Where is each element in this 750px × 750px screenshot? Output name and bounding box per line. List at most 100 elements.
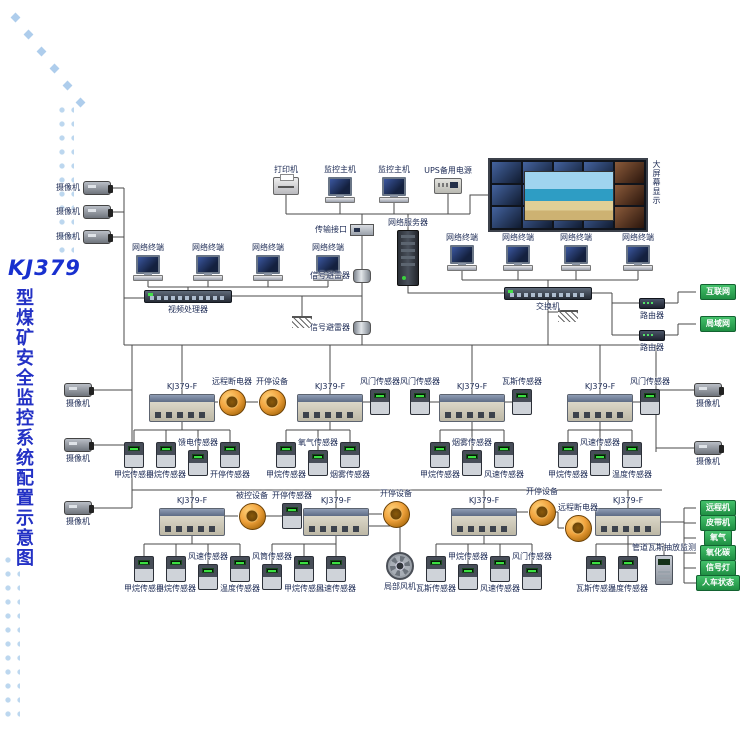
co-label: 氧化碳 [700, 545, 736, 561]
network-terminal-r2 [503, 245, 533, 271]
methane-sensor [430, 442, 450, 468]
substation-6 [303, 508, 369, 536]
smoke-sensor [462, 450, 482, 476]
network-server-label: 网络服务器 [388, 218, 428, 227]
substation-6-label: KJ379-F [320, 496, 352, 505]
wind-speed-sensor-label: 风速传感器 [316, 584, 356, 593]
camera-top-2-label: 摄像机 [56, 207, 80, 216]
pipeline-gas-drainage-monitor-label: 管道瓦斯抽放监测 [632, 543, 696, 552]
oxygen-sensor-label: 氧气传感器 [298, 438, 338, 447]
network-terminal-l1-label: 网络终端 [132, 243, 164, 252]
pipeline-gas-drainage-monitor [655, 555, 673, 585]
remote-breaker-1-label: 远程断电器 [212, 376, 252, 386]
methane-sensor-label: 甲烷传感器 [156, 584, 196, 593]
remote-machine-label: 远程机 [700, 500, 736, 516]
camera-right-1-label: 摄像机 [696, 399, 720, 408]
camera-right-2 [694, 441, 724, 455]
oxygen-sensor [308, 450, 328, 476]
camera-mid-2-label: 摄像机 [66, 454, 90, 463]
methane-sensor [134, 556, 154, 582]
oxygen-label: 氧气 [704, 530, 732, 546]
router-1 [639, 297, 665, 309]
signal-arrester-1-label: 信号避雷器 [310, 271, 350, 280]
methane-sensor-label: 甲烷传感器 [548, 470, 588, 479]
transmission-interface [350, 224, 374, 236]
camera-mid-1 [64, 383, 94, 397]
ups-backup-power [434, 178, 462, 194]
monitor-host-2-label: 监控主机 [378, 165, 410, 174]
camera-mid-1-label: 摄像机 [66, 399, 90, 408]
signal-arrester-1 [353, 269, 371, 283]
network-terminal-l3-label: 网络终端 [252, 243, 284, 252]
network-terminal-l4-label: 网络终端 [312, 243, 344, 252]
smoke-sensor [340, 442, 360, 468]
camera-top-1-label: 摄像机 [56, 183, 80, 192]
wind-speed-sensor [490, 556, 510, 582]
substation-7 [451, 508, 517, 536]
substation-1-label: KJ379-F [166, 382, 198, 391]
system-title-vertical: 型煤矿安全监控系统配置示意图 [13, 288, 34, 568]
temperature-sensor [230, 556, 250, 582]
methane-sensor-label: 甲烷传感器 [266, 470, 306, 479]
camera-mid-2 [64, 438, 94, 452]
transmission-interface-label: 传输接口 [315, 225, 347, 234]
feed-power-sensor [188, 450, 208, 476]
start-stop-device-2-label: 开停设备 [380, 488, 412, 498]
substation-8-label: KJ379-F [612, 496, 644, 505]
gas-sensor [512, 389, 532, 415]
network-terminal-r3-label: 网络终端 [560, 233, 592, 242]
substation-2-label: KJ379-F [314, 382, 346, 391]
ups-backup-power-label: UPS备用电源 [424, 166, 472, 175]
substation-3-label: KJ379-F [456, 382, 488, 391]
signal-arrester-2-label: 信号避雷器 [310, 323, 350, 332]
controlled-device-label: 被控设备 [236, 490, 268, 500]
start-stop-sensor [282, 503, 302, 529]
air-door-sensor-label: 风门传感器 [400, 377, 440, 386]
ethernet-switch [504, 286, 592, 300]
network-terminal-r4-label: 网络终端 [622, 233, 654, 242]
start-stop-sensor-label: 开停传感器 [272, 491, 312, 500]
substation-5-label: KJ379-F [176, 496, 208, 505]
substation-7-label: KJ379-F [468, 496, 500, 505]
methane-sensor [124, 442, 144, 468]
methane-sensor [276, 442, 296, 468]
start-stop-device-3-label: 开停设备 [526, 486, 558, 496]
methane-sensor [458, 564, 478, 590]
substation-2 [297, 394, 363, 422]
camera-top-3-label: 摄像机 [56, 232, 80, 241]
substation-4-label: KJ379-F [584, 382, 616, 391]
substation-1 [149, 394, 215, 422]
gas-sensor-label: 瓦斯传感器 [502, 377, 542, 386]
camera-mid-3 [64, 501, 94, 515]
connection-lines [92, 187, 696, 584]
camera-top-1 [83, 181, 113, 195]
network-terminal-l2-label: 网络终端 [192, 243, 224, 252]
network-terminal-l1 [133, 255, 163, 281]
temperature-sensor-label: 温度传感器 [608, 584, 648, 593]
methane-sensor [166, 556, 186, 582]
monitor-host-1-label: 监控主机 [324, 165, 356, 174]
air-door-sensor-label: 风门传感器 [512, 552, 552, 561]
lan-label: 局域网 [700, 316, 736, 332]
printer [273, 174, 299, 195]
deco-dots [58, 105, 74, 255]
printer-label: 打印机 [274, 165, 298, 174]
router-2 [639, 329, 665, 341]
gas-sensor [586, 556, 606, 582]
network-terminal-l2 [193, 255, 223, 281]
air-door-sensor-label: 风门传感器 [630, 377, 670, 386]
temperature-sensor-label: 温度传感器 [612, 470, 652, 479]
video-wall [488, 158, 648, 232]
smoke-sensor-label: 烟雾传感器 [330, 470, 370, 479]
wind-speed-sensor-label: 风速传感器 [188, 552, 228, 561]
wind-speed-sensor [590, 450, 610, 476]
substation-3 [439, 394, 505, 422]
air-door-sensor [522, 564, 542, 590]
wind-speed-sensor [326, 556, 346, 582]
smoke-sensor-label: 烟雾传感器 [452, 438, 492, 447]
methane-sensor-label: 甲烷传感器 [448, 552, 488, 561]
deco-dots [4, 555, 20, 725]
wind-speed-sensor-label: 风速传感器 [484, 470, 524, 479]
network-terminal-r1-label: 网络终端 [446, 233, 478, 242]
